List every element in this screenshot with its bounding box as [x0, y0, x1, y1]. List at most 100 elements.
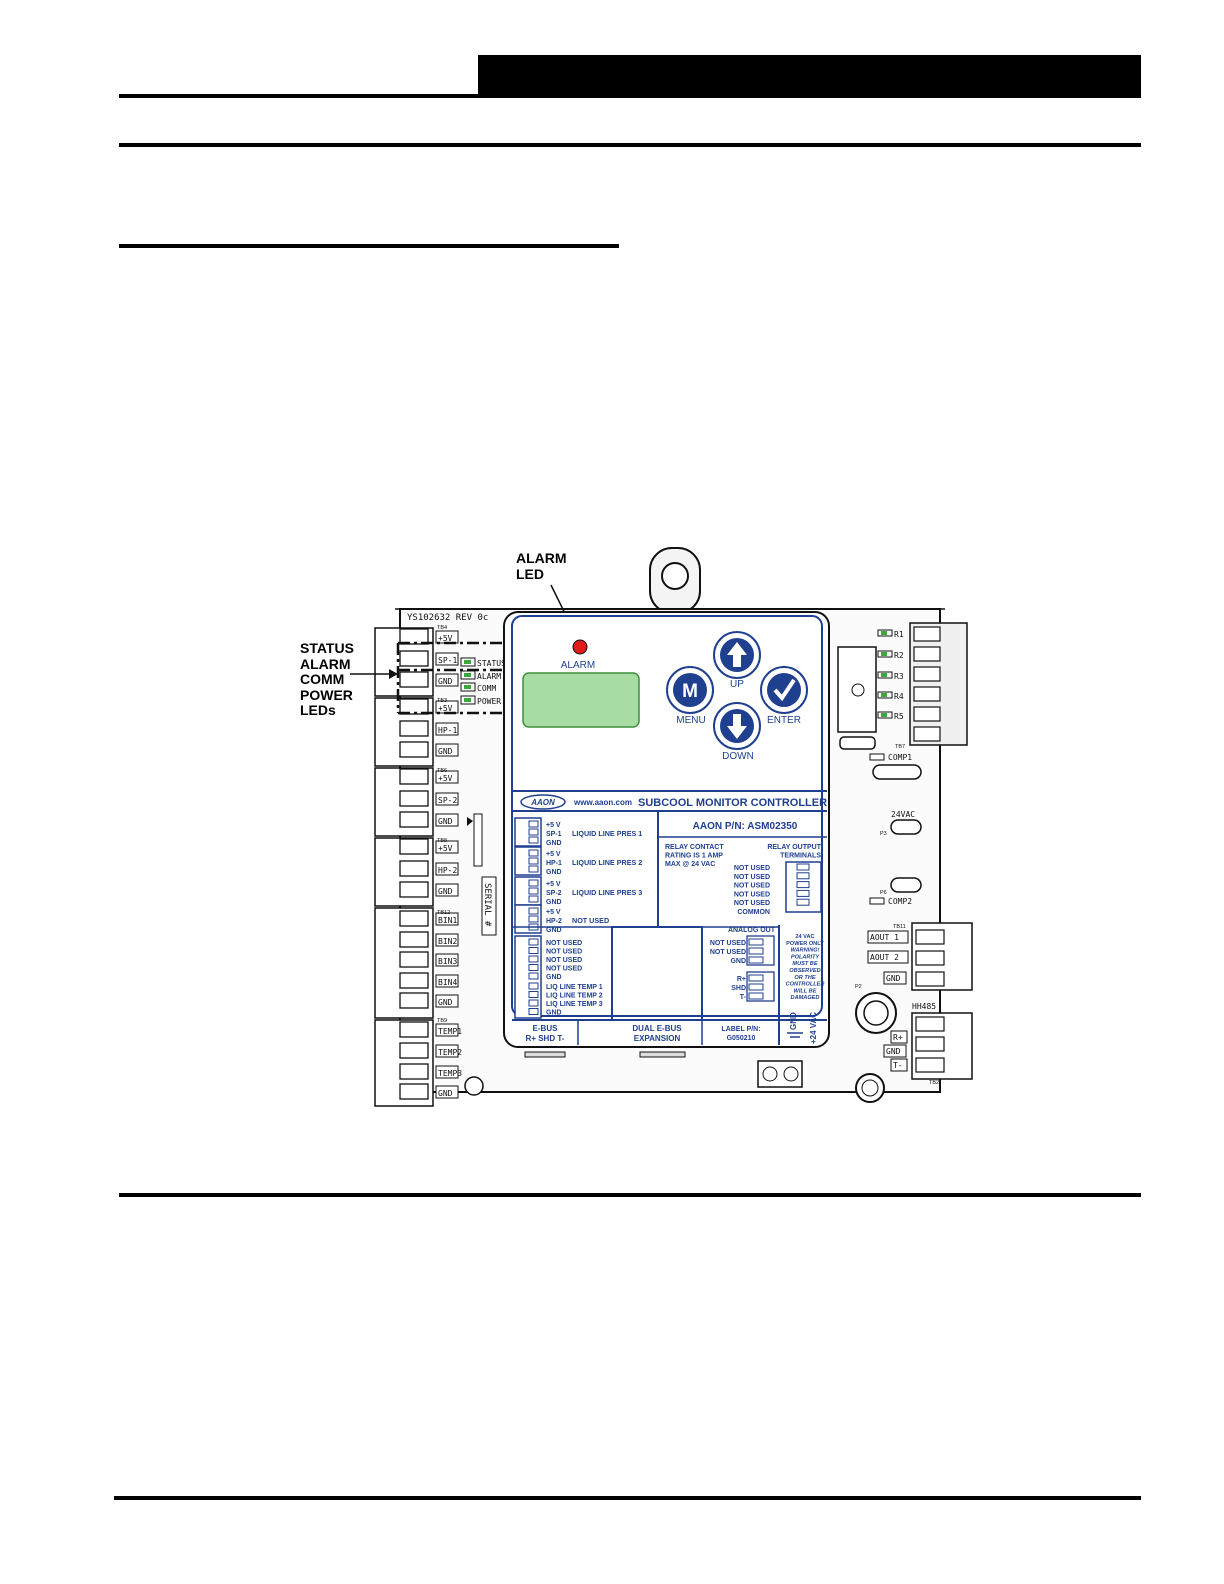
- left-terminal-pins: [399, 628, 429, 1100]
- connector-label: AOUT 2: [870, 953, 899, 962]
- terminal-screw: [399, 768, 429, 785]
- relay-contact-text: RATING IS 1 AMP: [665, 853, 723, 860]
- controller-figure: YS102632 REV 0c +5VSP-1GND+5VHP-1GND+5VS…: [374, 547, 973, 1107]
- warning-line: CONTROLLER: [786, 982, 825, 988]
- alarm-led-callout-line1: ALARM: [516, 550, 567, 566]
- terminal-screw: [913, 646, 941, 662]
- relay-pin: [796, 863, 810, 871]
- alarm-led-callout: ALARM LED: [516, 550, 567, 582]
- terminal-screw: [399, 1042, 429, 1059]
- temp-label: GND: [546, 1010, 562, 1017]
- ebus-pin: [748, 983, 764, 991]
- callout-status: STATUS: [300, 640, 354, 656]
- bin-pin: [528, 938, 539, 946]
- relay-label: R5: [894, 712, 904, 721]
- terminal-label-box: [435, 792, 459, 806]
- callout-leds: LEDs: [300, 702, 336, 718]
- relay-pin: [796, 872, 810, 880]
- callout-comm: COMM: [300, 671, 345, 687]
- tb-label: TB2: [929, 1080, 939, 1086]
- ebus-connector: [746, 971, 775, 1002]
- tb-label: TB11: [893, 924, 906, 930]
- input-pin-label: +5 V: [546, 881, 561, 888]
- left-terminal-labels: +5VSP-1GND+5VHP-1GND+5VSP-2GND+5VHP-2GND…: [435, 630, 462, 1099]
- terminal-label: HP-1: [438, 726, 457, 735]
- bin-pin: [528, 972, 539, 980]
- p2-connector: [855, 992, 897, 1034]
- enter-button-label: ENTER: [767, 715, 801, 726]
- led-indicator: [464, 660, 471, 664]
- relay-led-indicator: [881, 631, 887, 635]
- input-pin: [528, 915, 539, 923]
- relay-led-indicator: [881, 652, 887, 656]
- terminal-label-box: [435, 862, 459, 876]
- relay-led-indicator: [881, 713, 887, 717]
- terminal-label-box: [435, 933, 459, 947]
- power-24vac-label: +24 VAC: [809, 1012, 818, 1044]
- terminal-screw: [399, 910, 429, 927]
- temp-pin: [528, 999, 539, 1007]
- vac-label: 24VAC: [891, 810, 915, 819]
- input-pin-label: GND: [546, 899, 562, 906]
- warning-line: MUST BE: [792, 961, 817, 967]
- connector-label: AOUT 1: [870, 933, 899, 942]
- led-indicator: [464, 685, 471, 689]
- menu-button[interactable]: M: [666, 666, 714, 714]
- up-button[interactable]: [713, 631, 761, 679]
- input-pin: [528, 895, 539, 903]
- input-pin-label: GND: [546, 927, 562, 934]
- terminal-screw: [913, 686, 941, 702]
- tb-label: P3: [880, 831, 887, 837]
- header-black-box: [478, 55, 1141, 98]
- tb-label: TB6: [437, 768, 447, 774]
- relay-component: [837, 646, 877, 733]
- analog-label: NOT USED: [710, 949, 746, 956]
- down-button[interactable]: [713, 702, 761, 750]
- bottom-connector: [524, 1051, 803, 1088]
- connector-label: GND: [886, 1047, 901, 1056]
- footer-rule: [114, 1496, 1141, 1500]
- terminal-screw: [913, 666, 941, 682]
- tb-label: TB4: [437, 625, 447, 631]
- relay-output-label: NOT USED: [734, 891, 770, 898]
- warning-line: 24 VAC: [795, 934, 814, 940]
- analog-pin: [748, 947, 764, 955]
- led-label: STATUS: [477, 659, 506, 668]
- comp2-label: COMP2: [888, 897, 912, 906]
- terminal-screw: [399, 650, 429, 667]
- relay-output-label: NOT USED: [734, 865, 770, 872]
- warning-line: OBSERVED: [789, 968, 820, 974]
- temp-label: LIQ LINE TEMP 1: [546, 984, 603, 991]
- ebus-pin-label: T-: [740, 994, 747, 1001]
- terminal-screw: [399, 811, 429, 828]
- relay-pin: [796, 881, 810, 889]
- terminal-screw: [915, 1016, 945, 1032]
- label-box: [890, 1058, 908, 1072]
- terminal-screw: [399, 671, 429, 688]
- terminal-label: SP-2: [438, 796, 457, 805]
- alarm-led-callout-line2: LED: [516, 566, 544, 582]
- input-pin: [528, 836, 539, 844]
- terminal-screw: [913, 626, 941, 642]
- tb-label: TB3: [437, 698, 447, 704]
- temp-label: LIQ LINE TEMP 2: [546, 993, 603, 1000]
- relay-label: R1: [894, 630, 904, 639]
- terminal-screw: [399, 972, 429, 989]
- enter-button[interactable]: [760, 666, 808, 714]
- terminal-label: BIN2: [438, 937, 457, 946]
- terminal-label-box: [435, 1023, 459, 1037]
- terminal-label: HP-2: [438, 866, 457, 875]
- label-box: [867, 950, 909, 964]
- analog-pin: [748, 938, 764, 946]
- tb-label: TB12: [437, 910, 450, 916]
- terminal-label-box: [435, 722, 459, 736]
- bin-pin: [528, 947, 539, 954]
- terminal-label: TEMP2: [438, 1048, 462, 1057]
- aaon-logo: [520, 794, 566, 810]
- serial-box: [481, 876, 497, 936]
